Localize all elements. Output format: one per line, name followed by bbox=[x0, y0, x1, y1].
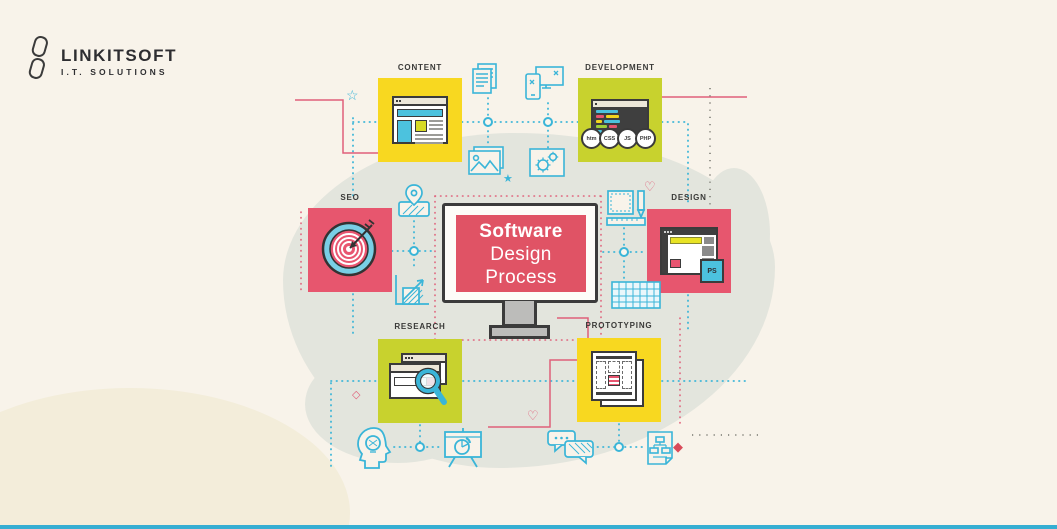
images-icon bbox=[467, 146, 505, 176]
monitor-stand-base bbox=[489, 325, 550, 339]
chain-link-icon bbox=[26, 35, 52, 87]
logo-tagline: I.T. SOLUTIONS bbox=[61, 67, 168, 77]
wireframe-pages-icon bbox=[591, 351, 647, 409]
map-pin-icon bbox=[396, 183, 432, 219]
label-seo: SEO bbox=[340, 193, 360, 202]
browser-window-icon bbox=[392, 96, 448, 144]
heart-outline-icon: ♡ bbox=[527, 408, 539, 423]
presentation-chart-icon bbox=[442, 428, 484, 468]
background-blob-sand bbox=[0, 388, 350, 529]
diamond-filled-icon: ◆ bbox=[673, 439, 683, 454]
label-design: DESIGN bbox=[671, 193, 707, 202]
gears-window-icon bbox=[529, 148, 565, 178]
monitor-screen: Software Design Process bbox=[456, 215, 586, 292]
label-content: CONTENT bbox=[397, 63, 443, 72]
monitor: Software Design Process bbox=[442, 203, 598, 303]
chat-bubbles-icon bbox=[546, 429, 596, 465]
heart-outline-icon: ♡ bbox=[644, 179, 656, 194]
badge-php: PHP bbox=[635, 128, 656, 149]
logo: LINKITSOFT I.T. SOLUTIONS bbox=[26, 35, 178, 87]
growth-chart-icon bbox=[392, 272, 432, 308]
prototyping-box bbox=[577, 338, 661, 422]
seo-box bbox=[308, 208, 392, 292]
sitemap-document-icon bbox=[646, 430, 674, 466]
magnifier-icon bbox=[413, 367, 449, 412]
content-box bbox=[378, 78, 462, 162]
label-prototyping: PROTOTYPING bbox=[585, 321, 653, 330]
target-arrow-icon bbox=[317, 215, 383, 286]
label-development: DEVELOPMENT bbox=[585, 63, 655, 72]
star-filled-icon: ★ bbox=[503, 173, 513, 185]
monitor-title-line1: Software bbox=[479, 221, 563, 242]
photoshop-badge: PS bbox=[700, 259, 724, 283]
design-app-icon: PS bbox=[660, 227, 724, 283]
bottom-accent-bar bbox=[0, 525, 1057, 529]
documents-icon bbox=[470, 62, 500, 96]
idea-head-icon bbox=[354, 426, 396, 472]
sketch-tools-icon bbox=[606, 189, 648, 227]
monitor-stand bbox=[502, 301, 537, 327]
search-windows-icon bbox=[389, 353, 451, 409]
code-editor-icon: htm CSS JS PHP bbox=[581, 99, 656, 149]
label-research: RESEARCH bbox=[394, 322, 446, 331]
badge-js: JS bbox=[617, 128, 638, 149]
spreadsheet-icon bbox=[611, 281, 661, 309]
monitor-title-line3: Process bbox=[485, 267, 557, 288]
star-outline-icon: ☆ bbox=[346, 87, 359, 103]
language-badges: htm CSS JS PHP bbox=[581, 128, 656, 149]
design-box: PS bbox=[647, 209, 731, 293]
monitor-title-line2: Design bbox=[490, 244, 552, 265]
logo-name: LINKITSOFT bbox=[61, 46, 178, 65]
responsive-devices-icon bbox=[524, 66, 564, 102]
diamond-outline-icon: ◇ bbox=[352, 389, 361, 401]
research-box bbox=[378, 339, 462, 423]
development-box: htm CSS JS PHP bbox=[578, 78, 662, 162]
